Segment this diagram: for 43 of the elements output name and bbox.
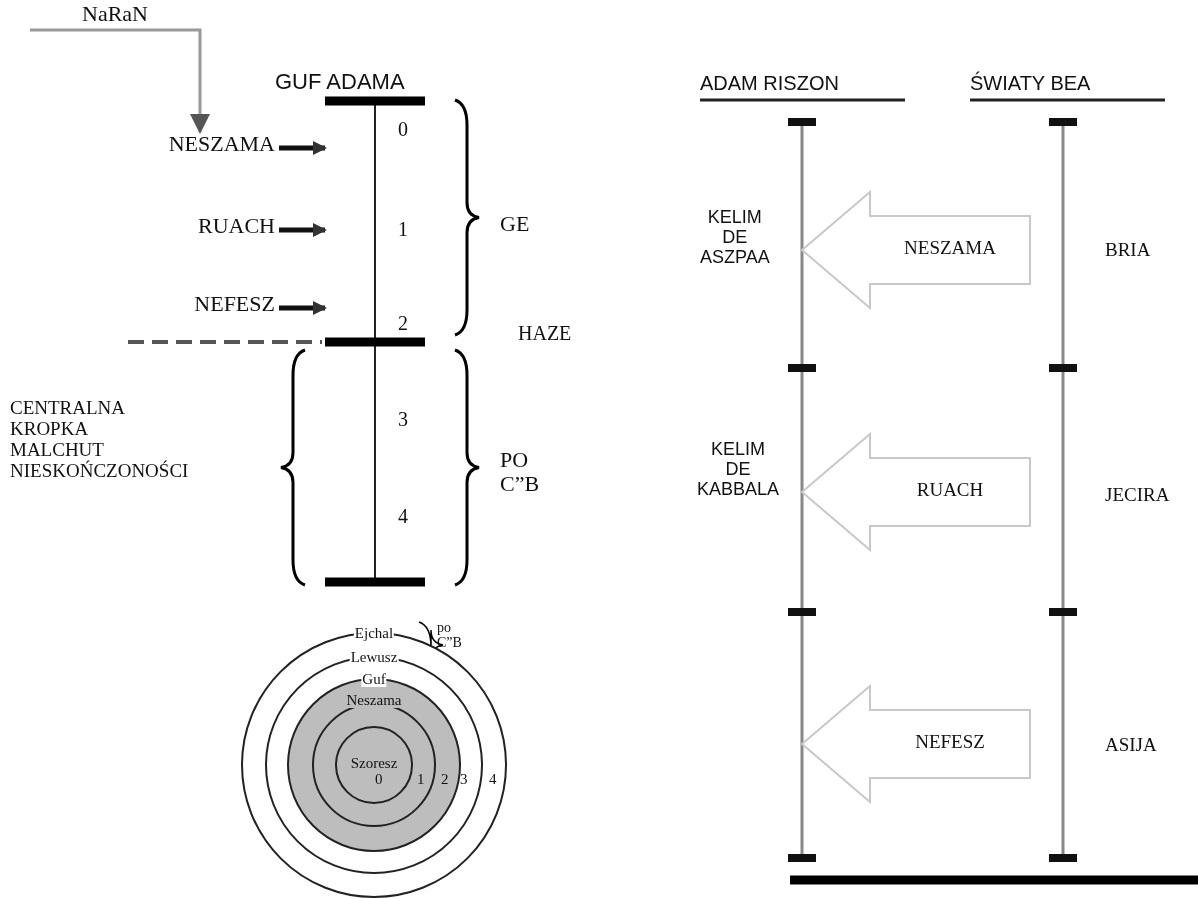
text-label: PO C”B	[500, 448, 540, 497]
ring-label: Szoresz	[349, 756, 399, 771]
text-label: ŚWIATY BEA	[970, 72, 1091, 94]
ring-circle	[335, 726, 413, 804]
text-label: 3	[398, 408, 408, 430]
text-label: KELIM DE KABBALA	[697, 440, 780, 500]
text-label: 1	[417, 771, 425, 788]
ring-label: Guf	[361, 672, 387, 687]
text-label: 0	[398, 118, 408, 140]
text-label: JECIRA	[1105, 485, 1170, 506]
text-label: po C”B	[437, 620, 462, 651]
text-label: 4	[489, 771, 497, 788]
text-label: 4	[398, 505, 408, 527]
text-label: HAZE	[518, 322, 572, 344]
text-label: 2	[398, 312, 408, 334]
hollow-arrow	[800, 190, 1032, 310]
arrow	[279, 301, 327, 315]
text-label: GUF ADAMA	[275, 70, 405, 95]
arrow-label: RUACH	[915, 480, 985, 501]
hollow-arrow	[800, 432, 1032, 552]
text-label: GE	[500, 212, 530, 237]
text-label: ASIJA	[1105, 735, 1157, 756]
text-label: RUACH	[105, 214, 275, 244]
text-label: KELIM DE ASZPAA	[700, 208, 770, 268]
arrow	[279, 223, 327, 237]
text-label: 2	[441, 771, 449, 788]
text-label: CENTRALNA KROPKA MALCHUT NIESKOŃCZONOŚCI	[10, 398, 189, 482]
arrow-label: NESZAMA	[903, 238, 997, 259]
text-label: NEFESZ	[105, 292, 275, 322]
ring-label: Lewusz	[349, 650, 399, 665]
text-label: 3	[460, 771, 468, 788]
text-label: ADAM RISZON	[700, 72, 839, 94]
arrow	[279, 141, 327, 155]
text-label: 1	[398, 218, 408, 240]
text-label: NESZAMA	[105, 132, 275, 162]
text-label: NaRaN	[30, 2, 200, 30]
arrow-label: NEFESZ	[914, 732, 986, 753]
ring-label: Neszama	[345, 693, 403, 708]
arrow	[30, 28, 210, 134]
hollow-arrow	[800, 684, 1032, 804]
ring-label: Ejchal	[353, 626, 395, 641]
text-label: BRIA	[1105, 240, 1151, 261]
text-label: 0	[375, 771, 383, 788]
